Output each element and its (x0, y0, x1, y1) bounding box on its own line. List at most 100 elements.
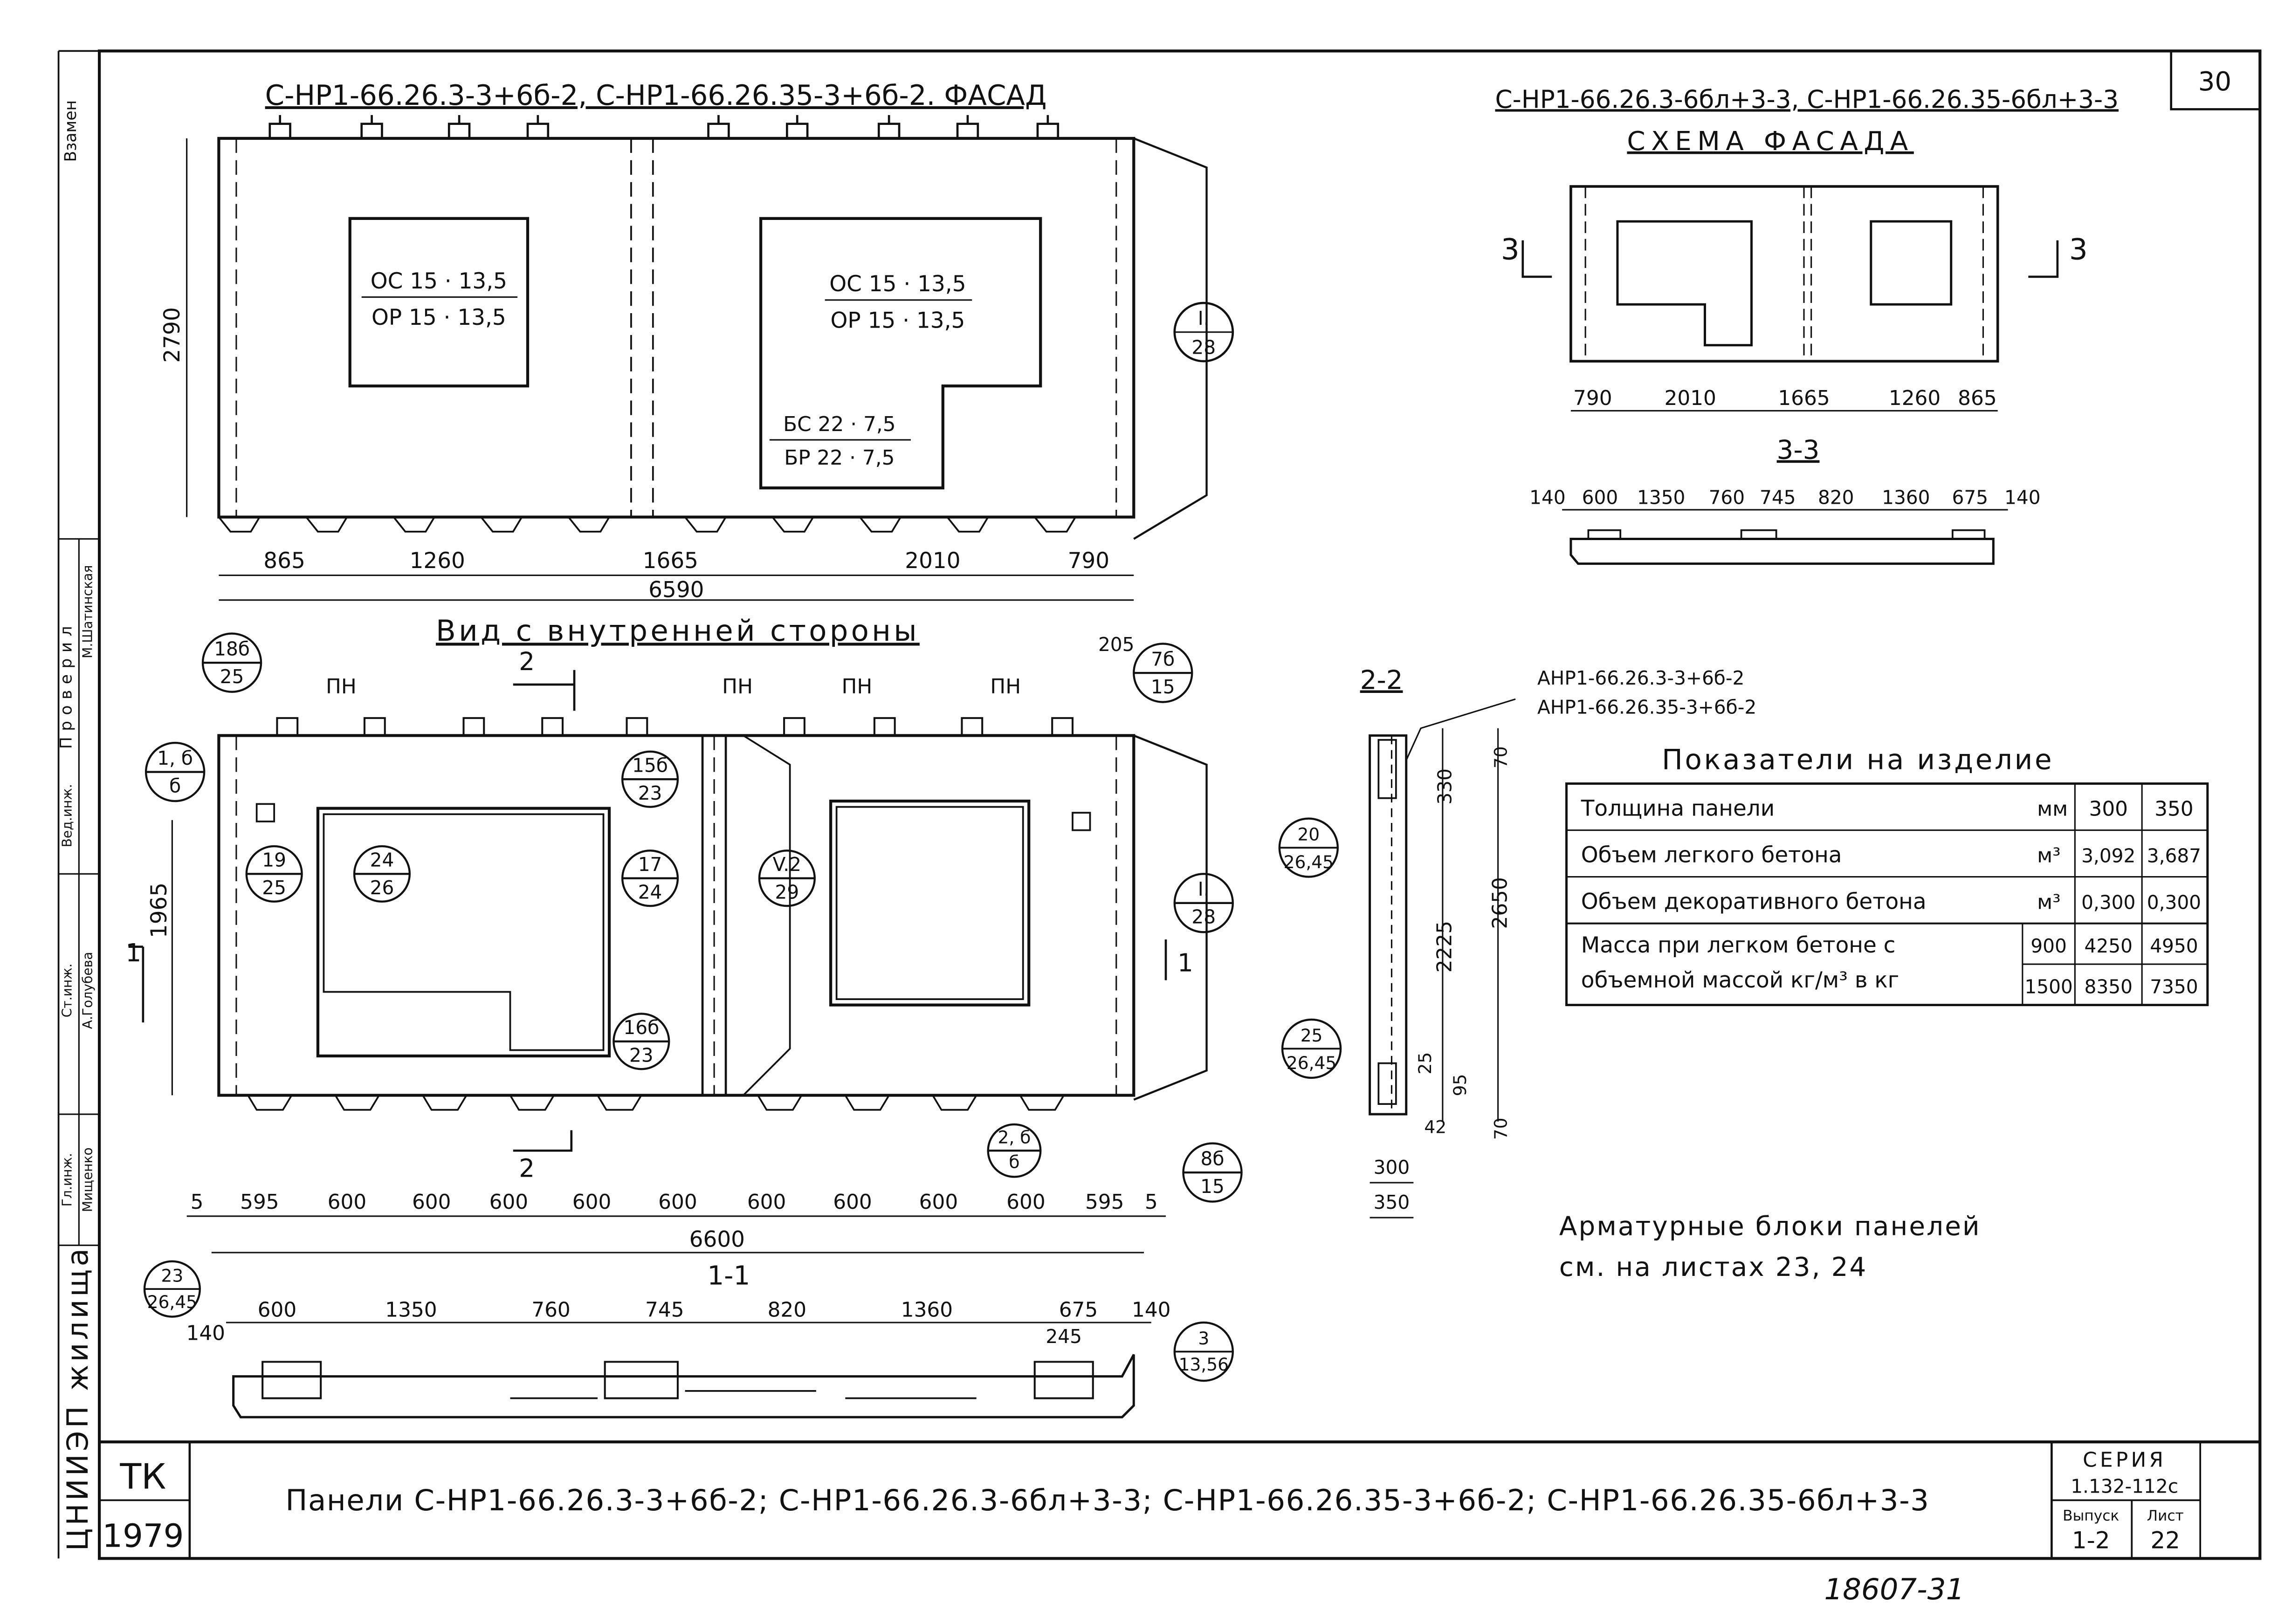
section22-dim-2225: 2225 (1433, 921, 1457, 973)
stamp-role-4: Проверил (57, 620, 76, 749)
facade-dim-1: 865 (263, 548, 305, 574)
scheme-dim-4: 1260 (1889, 386, 1941, 410)
section11-dim-5: 745 (645, 1298, 684, 1322)
note-line1: Арматурные блоки панелей (1559, 1211, 1981, 1241)
callout-15b-top: 15б (632, 754, 668, 777)
table-title: Показатели на изделие (1662, 744, 2054, 776)
inner-view-title: Вид с внутренней стороны (436, 614, 920, 648)
inner-dim-b10: 600 (919, 1190, 958, 1214)
table-row3-unit: м³ (2037, 890, 2061, 914)
scheme-dim-5: 865 (1958, 386, 1997, 410)
inner-dim-1965: 1965 (146, 883, 172, 938)
section22-dim-42: 42 (1424, 1117, 1446, 1137)
door-right-top: БС 22 · 7,5 (783, 412, 895, 436)
section11-sub-245: 245 (1046, 1325, 1082, 1348)
section11-dim-1: 140 (186, 1322, 226, 1345)
table-mass2-density: 1500 (2024, 976, 2072, 998)
table-row1-unit: мм (2037, 797, 2068, 821)
inner-dim-b11: 600 (1006, 1190, 1046, 1214)
table-row3-v2: 0,300 (2147, 891, 2201, 913)
section33-title: 3-3 (1777, 435, 1820, 466)
stamp-name-1: Мищенко (80, 1147, 95, 1212)
callout-v2-top: V.2 (773, 853, 801, 876)
issue-label: Выпуск (2063, 1508, 2119, 1524)
scheme-title: СХЕМА ФАСАДА (1627, 126, 1913, 157)
facade-ref-bottom: 28 (1191, 336, 1216, 359)
callout-v2-bottom: 29 (775, 881, 799, 903)
table-row2-v1: 3,092 (2081, 844, 2135, 867)
section22-callout1-bottom: 26,45 (1284, 852, 1334, 872)
callout-17-bottom: 24 (638, 881, 662, 903)
cut-2-top: 2 (519, 647, 535, 676)
section33-dim-3: 1350 (1637, 486, 1685, 508)
section11-dim-6: 820 (768, 1298, 807, 1322)
section22-dim-70b: 70 (1490, 1117, 1511, 1140)
callout-15b-bottom: 23 (638, 782, 662, 804)
sheet-border (97, 49, 2262, 1560)
inner-dim-b9: 600 (833, 1190, 872, 1214)
pn-label-3: ПН (841, 675, 872, 699)
facade-height: 2790 (159, 307, 185, 363)
table-row1-v1: 300 (2089, 797, 2128, 821)
callout-18b-bottom: 25 (220, 665, 244, 688)
section22-callout1-top: 20 (1297, 824, 1320, 844)
section11-dim-9: 140 (1132, 1298, 1171, 1322)
series-label: СЕРИЯ (2083, 1448, 2166, 1472)
table-row3-name: Объем декоративного бетона (1581, 889, 1927, 914)
table-mass1-v2: 4950 (2150, 935, 2198, 957)
callout-19-bottom: 25 (262, 877, 286, 899)
table-mass2-v1: 8350 (2085, 976, 2133, 998)
facade-total: 6590 (648, 577, 704, 603)
facade-ref-top: I. (1198, 307, 1210, 329)
section33-dim-5: 745 (1760, 486, 1796, 508)
inner-dim-b12: 595 (1085, 1190, 1124, 1214)
section33-dim-8: 675 (1952, 486, 1989, 508)
callout-16b-top: 16б (623, 1016, 659, 1039)
callout-24-bottom: 26 (370, 877, 394, 899)
issue-value: 1-2 (2072, 1527, 2110, 1554)
footer-number: 18607-31 (1824, 1572, 1964, 1606)
stamp-role-3: Вед.инж. (60, 784, 75, 847)
section33-dim-1: 140 (1529, 486, 1566, 508)
inner-dim-b2: 595 (240, 1190, 279, 1214)
section22-dim-25: 25 (1415, 1052, 1435, 1075)
title-main: Панели С-НР1-66.26.3-3+6б-2; С-НР1-66.26… (285, 1483, 1929, 1517)
scheme-dim-2: 2010 (1665, 386, 1716, 410)
section11-dim-7: 1360 (901, 1298, 953, 1322)
table-row2-name: Объем легкого бетона (1581, 842, 1842, 868)
sheet-number-box (2170, 50, 2261, 110)
indicators-table: Показатели на изделие Толщина панели мм … (1565, 744, 2209, 1007)
stamp-role-1: Гл.инж. (60, 1153, 75, 1206)
table-mass-line1: Масса при легком бетоне с (1581, 932, 1896, 958)
inner-dim-b3: 600 (328, 1190, 367, 1214)
section11-dim-4: 760 (531, 1298, 571, 1322)
inner-dim-b4: 600 (412, 1190, 451, 1214)
callout-7b-top: 7б (1151, 648, 1175, 670)
cut-1-left: 1 (125, 939, 141, 967)
stamp-role-2: Ст.инж. (60, 963, 75, 1017)
table-row3-v1: 0,300 (2081, 891, 2135, 913)
section22-dim-300: 300 (1374, 1156, 1410, 1179)
section22-dim-330: 330 (1434, 768, 1456, 805)
section33-dim-9: 140 (2004, 486, 2041, 508)
section11-title: 1-1 (707, 1261, 750, 1291)
section11-dim-3: 1350 (385, 1298, 437, 1322)
callout-1b-bottom: б (169, 774, 181, 797)
section-2-2: 2-2 АНР1-66.26.3-3+6б-2 АНР1-66.26.35-3+… (1278, 665, 1756, 1219)
callout-19-top: 19 (262, 849, 286, 871)
stamp-corner-text: Взамен (62, 100, 80, 162)
callout-i28-bottom: 28 (1191, 906, 1216, 928)
section22-ref-1: АНР1-66.26.3-3+6б-2 (1537, 667, 1744, 689)
window-right-bottom: ОР 15 · 13,5 (831, 308, 965, 333)
window-right-top: ОС 15 · 13,5 (829, 271, 966, 297)
section33-dim-7: 1360 (1882, 486, 1930, 508)
table-row2-v2: 3,687 (2147, 844, 2201, 867)
title-org: ТК (119, 1456, 166, 1497)
side-stamp: Взамен Гл.инж. Мищенко Ст.инж. А.Голубев… (57, 51, 100, 1559)
section11-callout2-bottom: 13,56 (1179, 1354, 1229, 1375)
section22-title: 2-2 (1360, 665, 1403, 695)
table-row2-unit: м³ (2037, 843, 2061, 867)
scheme-cut-left: 3 (1501, 232, 1520, 266)
scheme-dim-3: 1665 (1778, 386, 1830, 410)
